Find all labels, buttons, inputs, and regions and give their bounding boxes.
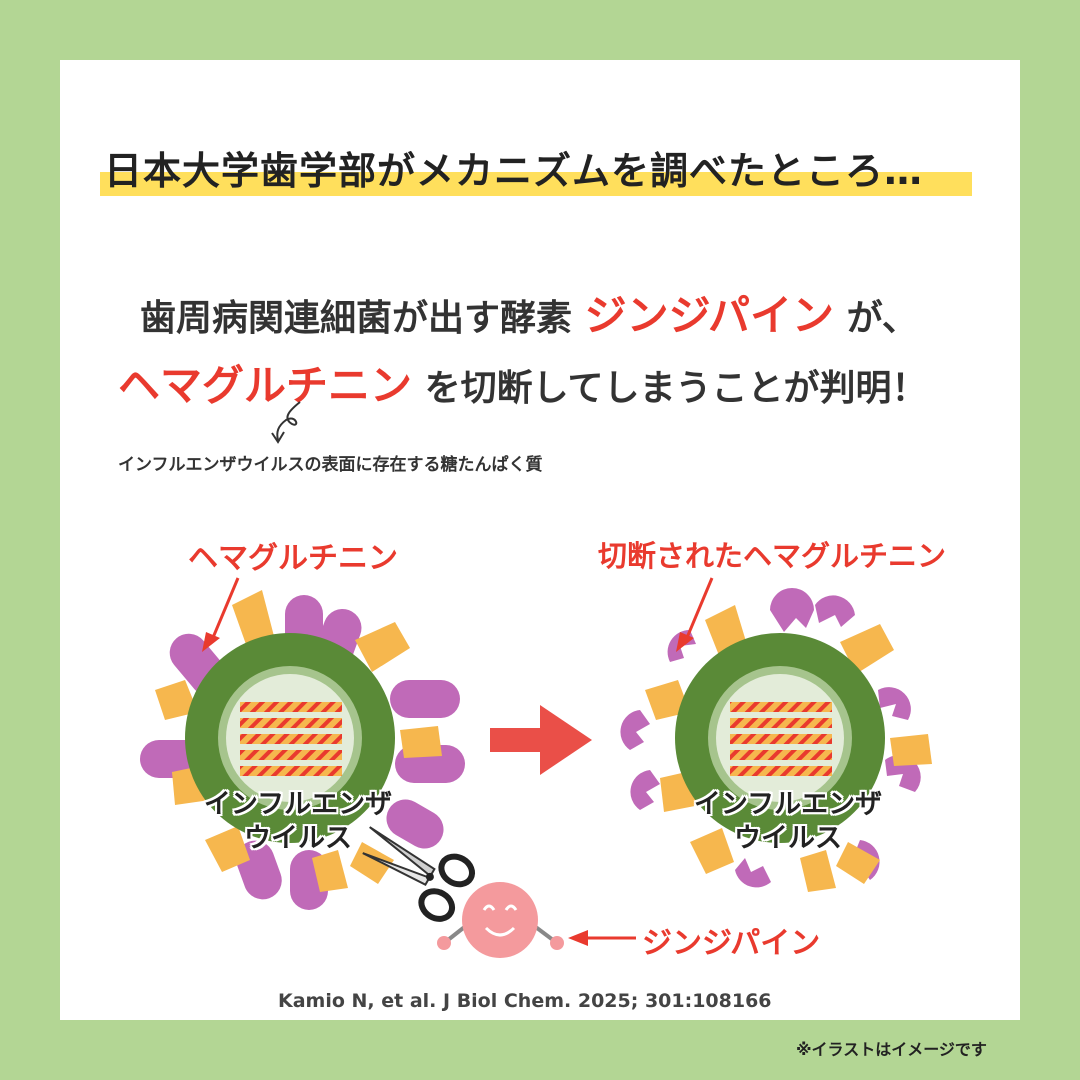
virus-label-line2: ウイルス <box>244 823 352 854</box>
cut-spikes-right <box>620 588 921 888</box>
spikes-orange-left <box>155 590 442 892</box>
lead-line-2: ヘマグルチニン を切断してしまうことが判明！ <box>118 352 927 413</box>
lead-highlight-gingipain: ジンジパイン <box>584 291 835 340</box>
footnote: ※イラストはイメージです <box>796 1040 987 1059</box>
curly-arrow-icon <box>276 401 301 441</box>
lead-text: を切断してしまうことが判明！ <box>424 368 928 409</box>
scissors-icon <box>362 826 476 922</box>
lead-line-1: 歯周病関連細菌が出す酵素 ジンジパイン が、 <box>140 282 918 343</box>
citation: Kamio N, et al. J Biol Chem. 2025; 301:1… <box>278 990 772 1012</box>
curly-arrow-head <box>271 431 285 444</box>
rna-core-right <box>730 702 832 776</box>
headline-highlight <box>100 172 972 196</box>
virus-left <box>140 590 465 910</box>
virus-label-right: インフルエンザ ウイルス <box>658 788 918 856</box>
smiley-enzyme-icon <box>437 882 564 958</box>
rna-core-left <box>240 702 342 776</box>
label-gingipain: ジンジパイン <box>642 926 821 961</box>
lead-text: が、 <box>846 298 918 339</box>
virus-right <box>620 588 932 892</box>
lead-text: 歯周病関連細菌が出す酵素 <box>140 298 573 339</box>
virus-label-line2: ウイルス <box>734 823 842 854</box>
virus-label-left: インフルエンザ ウイルス <box>168 788 428 856</box>
spikes-orange-right <box>645 605 932 892</box>
virus-label-line1: インフルエンザ <box>693 789 883 820</box>
label-hemagglutinin: ヘマグルチニン <box>188 541 398 576</box>
headline: 日本大学歯学部がメカニズムを調べたところ… <box>104 149 924 193</box>
virus-label-line1: インフルエンザ <box>203 789 393 820</box>
label-cut-hemagglutinin: 切断されたヘマグルチニン <box>598 539 947 573</box>
lead-highlight-hemagglutinin: ヘマグルチニン <box>118 361 413 410</box>
right-arrow-icon <box>490 705 592 775</box>
pointer-arrow-right <box>676 577 714 652</box>
pointer-arrow-enzyme <box>568 930 636 946</box>
pointer-arrow-left <box>202 577 240 652</box>
hemagglutinin-note: インフルエンザウイルスの表面に存在する糖たんぱく質 <box>118 455 543 475</box>
